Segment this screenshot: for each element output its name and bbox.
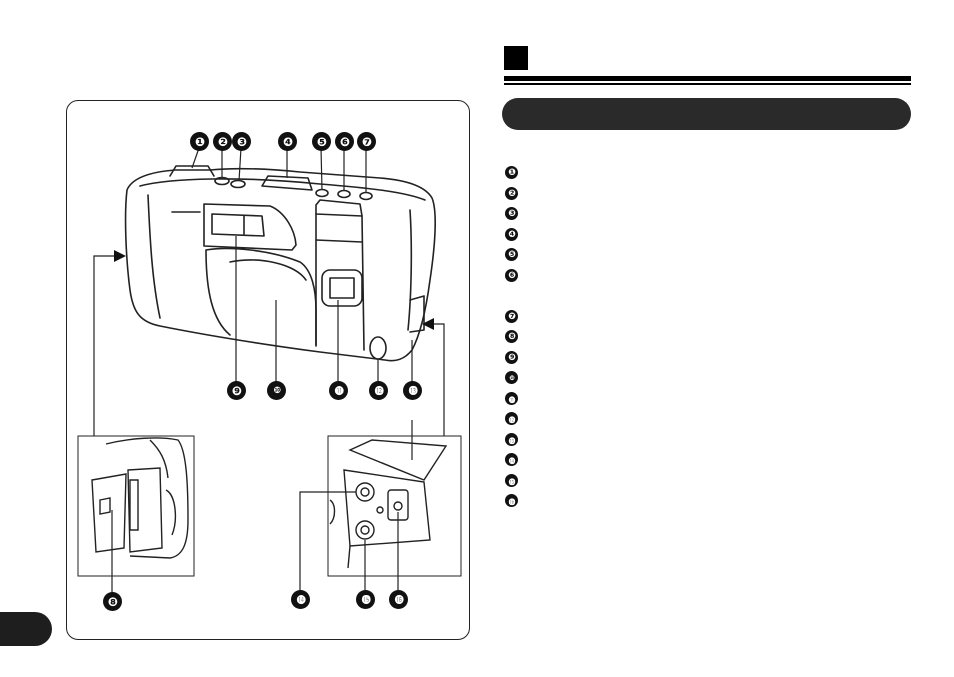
callout-9: ❾ [227, 381, 246, 400]
callout-13: ⓭ [403, 381, 422, 400]
list-item-15: ⓯ [505, 474, 518, 487]
section-marker-square [504, 46, 528, 70]
section-heading-bar [502, 98, 911, 130]
list-item-5: ❺ [505, 248, 518, 261]
callout-8: ❽ [103, 592, 122, 611]
callout-5: ❺ [312, 132, 331, 151]
callout-16: ⓰ [389, 590, 408, 609]
list-item-14: ⓮ [505, 453, 518, 466]
callout-7: ❼ [357, 132, 376, 151]
list-item-11: ⓫ [505, 392, 518, 405]
list-item-1: ❶ [505, 166, 518, 179]
page-edge-tab [0, 612, 52, 646]
callout-12: ⓬ [369, 381, 388, 400]
callout-4: ❹ [278, 132, 297, 151]
list-item-12: ⓬ [505, 412, 518, 425]
header-rule [504, 76, 911, 81]
header-rule-thin [504, 83, 911, 85]
callout-1: ❶ [190, 132, 209, 151]
callout-11: ⓫ [329, 381, 348, 400]
callout-14: ⓮ [291, 590, 310, 609]
callout-15: ⓯ [356, 590, 375, 609]
list-item-7: ❼ [505, 310, 518, 323]
camera-diagram-frame [66, 100, 470, 640]
list-item-3: ❸ [505, 207, 518, 220]
list-item-2: ❷ [505, 187, 518, 200]
list-item-6: ❻ [505, 269, 518, 282]
list-item-9: ❾ [505, 351, 518, 364]
callout-3: ❸ [232, 132, 251, 151]
list-item-8: ❽ [505, 330, 518, 343]
callout-2: ❷ [213, 132, 232, 151]
list-item-16: ⓰ [505, 494, 518, 507]
list-item-10: ❿ [505, 371, 518, 384]
callout-10: ❿ [267, 381, 286, 400]
list-item-4: ❹ [505, 228, 518, 241]
list-item-13: ⓭ [505, 433, 518, 446]
callout-6: ❻ [335, 132, 354, 151]
